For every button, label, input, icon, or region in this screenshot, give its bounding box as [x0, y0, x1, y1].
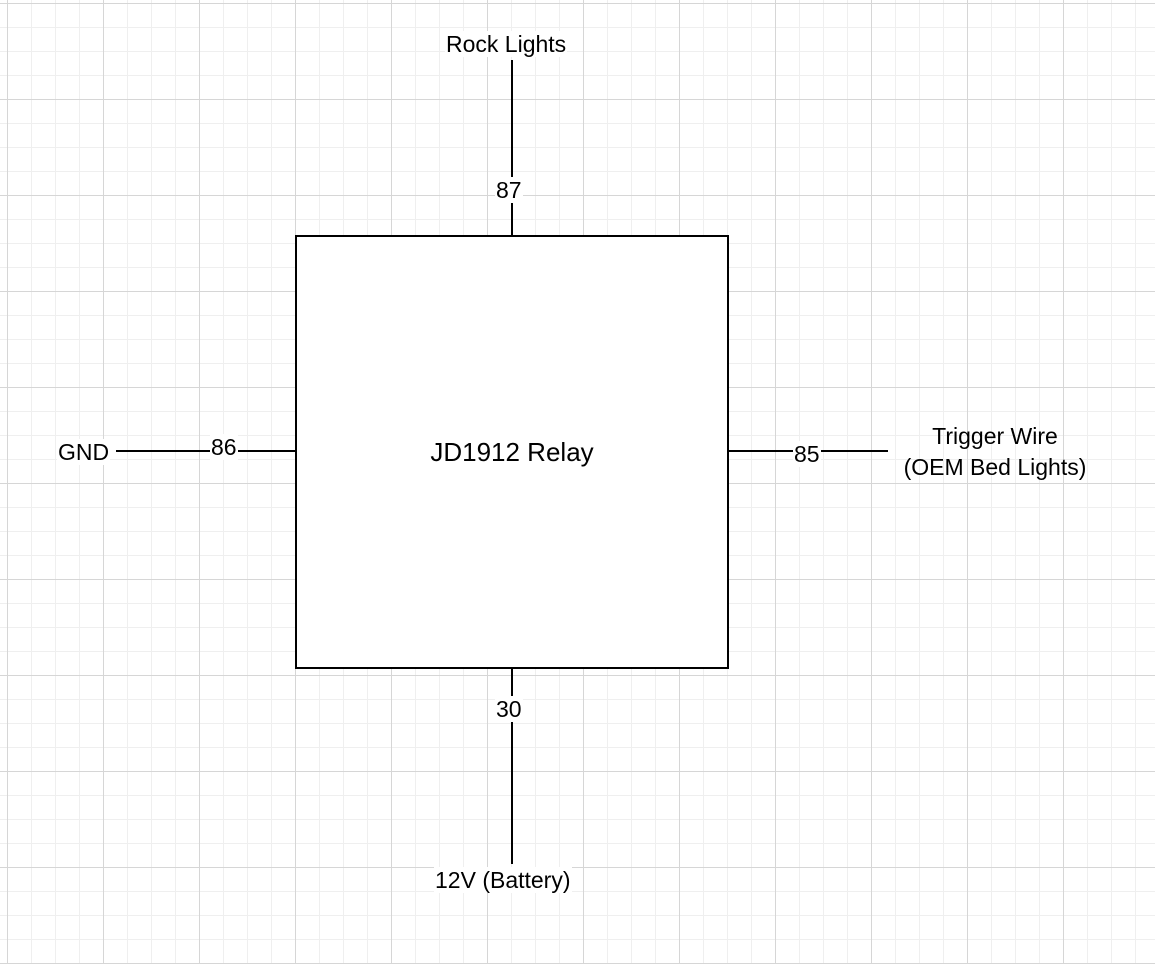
label-gnd: GND	[57, 439, 111, 465]
pin-85: 85	[793, 441, 821, 467]
pin-87: 87	[495, 177, 523, 203]
relay-label: JD1912 Relay	[430, 437, 594, 467]
pin-86: 86	[210, 434, 238, 460]
label-trigger-line1: Trigger Wire	[932, 423, 1058, 449]
pin-30: 30	[495, 696, 523, 722]
label-trigger-wire: Trigger Wire (OEM Bed Lights)	[888, 421, 1102, 483]
label-battery: 12V (Battery)	[434, 867, 572, 893]
label-rock-lights: Rock Lights	[445, 31, 568, 57]
relay-box[interactable]: JD1912 Relay	[295, 235, 729, 669]
label-trigger-line2: (OEM Bed Lights)	[903, 454, 1087, 480]
